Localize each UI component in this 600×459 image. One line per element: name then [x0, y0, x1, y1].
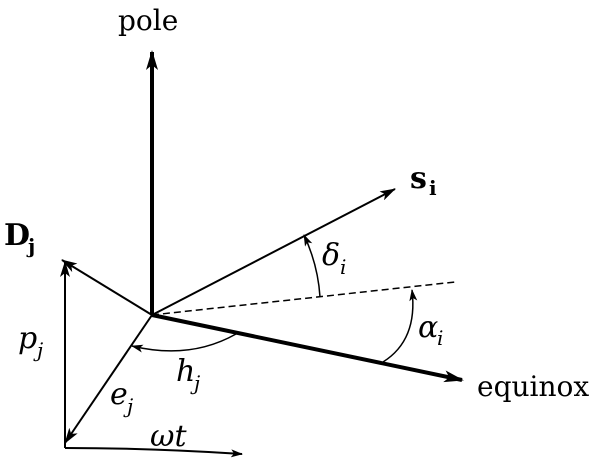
declination-label: δ i: [322, 238, 346, 279]
svg-text:D: D: [4, 218, 30, 253]
equatorial-component-vector: [64, 314, 153, 444]
svg-text:j: j: [190, 371, 200, 395]
svg-text:p: p: [18, 321, 37, 356]
svg-text:α: α: [418, 310, 438, 345]
hour-angle-label: h j: [176, 354, 200, 395]
svg-text:e: e: [110, 377, 128, 412]
equinox-label: equinox: [477, 370, 589, 403]
svg-text:i: i: [429, 176, 437, 200]
svg-text:s: s: [410, 161, 427, 196]
svg-text:j: j: [123, 394, 133, 418]
equinox-axis: [151, 313, 464, 383]
right-ascension-label: α i: [418, 310, 443, 350]
svg-text:i: i: [437, 326, 443, 350]
polar-component-label: p j: [18, 321, 43, 362]
rotation-angle-arc: [64, 447, 243, 458]
svg-text:h: h: [176, 354, 195, 389]
pole-label: pole: [118, 4, 178, 37]
equatorial-projection-line: [151, 281, 456, 316]
source-vector: [151, 188, 396, 316]
dipole-vector: [61, 259, 153, 316]
svg-text:i: i: [340, 255, 346, 279]
svg-text:j: j: [33, 338, 43, 362]
svg-text:j: j: [26, 234, 35, 258]
right-ascension-arc: [382, 289, 418, 363]
svg-text:δ: δ: [322, 238, 340, 273]
dipole-vector-label: D j: [4, 218, 35, 258]
declination-arc: [303, 234, 321, 298]
rotation-angle-label: ωt: [150, 419, 187, 454]
source-vector-label: s i: [410, 161, 437, 200]
equatorial-component-label: e j: [110, 377, 133, 418]
hour-angle-arc: [131, 333, 237, 353]
